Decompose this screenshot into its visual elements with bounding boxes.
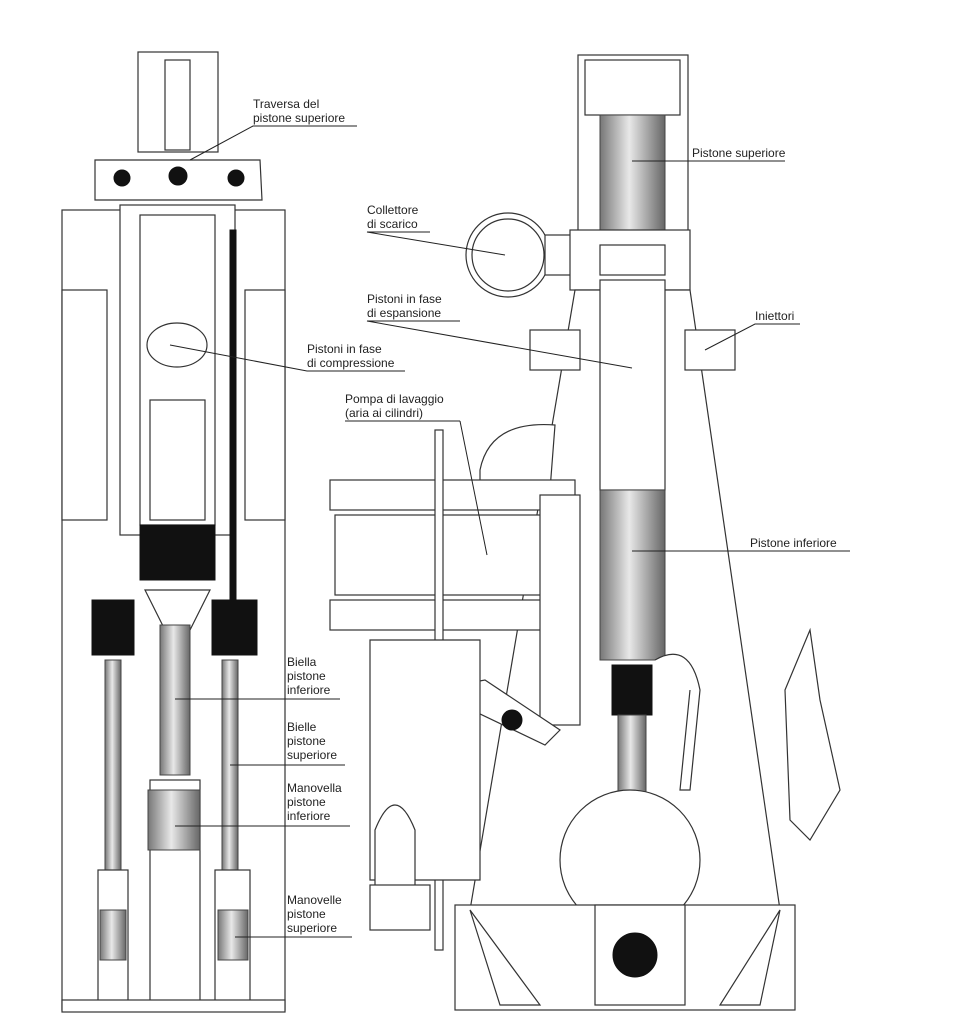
left-section-drawing xyxy=(61,51,286,1013)
label-pompa: Pompa di lavaggio(aria ai cilindri) xyxy=(345,392,444,420)
right-engine-drawing xyxy=(329,54,841,1011)
label-iniettori: Iniettori xyxy=(755,309,794,323)
leader-lines xyxy=(169,125,850,938)
label-pistone-superiore: Pistone superiore xyxy=(692,146,786,160)
label-pistone-inferiore: Pistone inferiore xyxy=(750,536,837,550)
